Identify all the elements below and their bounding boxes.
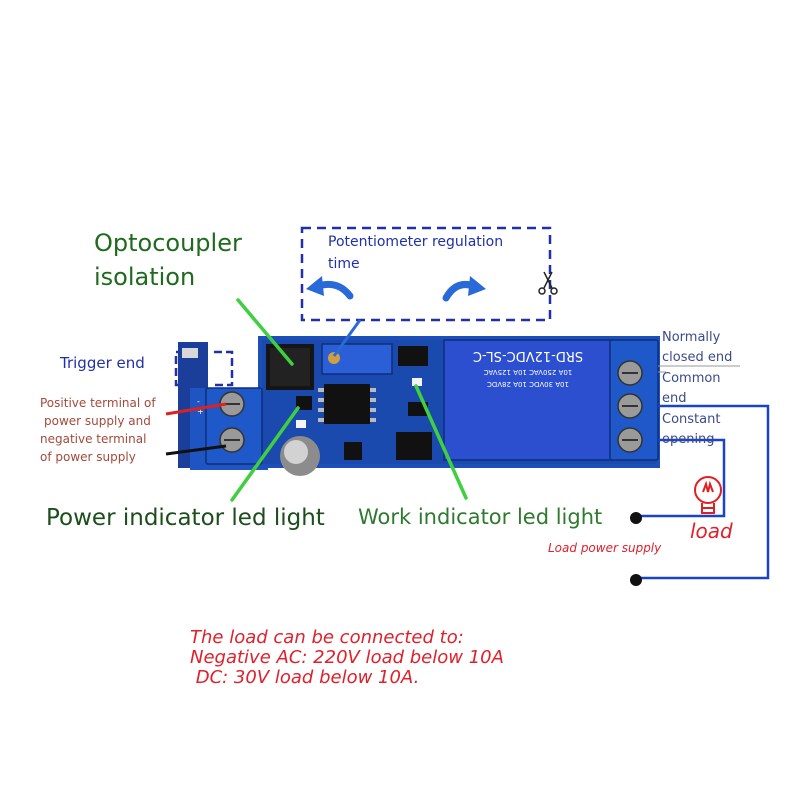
- load-note-line2: Negative AC: 220V load below 10A: [190, 647, 504, 669]
- pin-label-plus: +: [197, 407, 204, 416]
- potentiometer-pointer: [332, 319, 362, 357]
- load-wiring: [636, 404, 770, 580]
- normally-closed-label: Normally closed end: [662, 328, 732, 368]
- power-terminal-label-line2: power supply and: [44, 414, 151, 428]
- right-arrow-icon: [442, 276, 486, 302]
- work-led-label: Work indicator led light: [358, 505, 603, 529]
- common-end-label: Common end: [662, 369, 721, 408]
- constant-opening-label-line1: Constant: [662, 412, 721, 427]
- optocoupler-label-line2: isolation: [94, 262, 196, 291]
- constant-opening-label: Constant opening: [662, 410, 720, 449]
- potentiometer: [321, 343, 393, 375]
- power-led: [296, 420, 306, 428]
- load-note-line3: DC: 30V load below 10A.: [190, 667, 420, 689]
- relay-rating-text-1: 10A 250VAC 10A 125VAC: [484, 368, 573, 376]
- relay-rating-text-2: 10A 30VDC 10A 28VDC: [487, 380, 569, 388]
- load-note-line1: The load can be connected to:: [190, 627, 464, 648]
- left-arrow-icon: [306, 276, 354, 300]
- normally-closed-label-line1: Normally: [662, 330, 721, 345]
- capacitor: [280, 436, 320, 476]
- common-end-label-line2: end: [662, 390, 687, 406]
- load-label: load: [690, 519, 733, 543]
- power-terminal-label-line4: of power supply: [40, 450, 136, 464]
- pin-label-minus: -: [197, 397, 200, 406]
- load-terminal-dot: [630, 512, 642, 524]
- scissors-icon: [538, 271, 558, 295]
- optocoupler-chip: [266, 344, 314, 390]
- relay-model-text: SRD-12VDC-SL-C: [473, 348, 583, 363]
- relay: [443, 339, 613, 461]
- light-bulb-icon: [694, 476, 722, 514]
- load-terminal-dot: [630, 574, 642, 586]
- normally-closed-label-line2: closed end: [662, 350, 733, 366]
- potentiometer-label: Potentiometer regulation time: [328, 234, 503, 272]
- trigger-end-label: Trigger end: [60, 354, 145, 372]
- power-terminal-label-line3: negative terminal: [40, 432, 147, 446]
- power-terminal-label-line1: Positive terminal of: [40, 396, 156, 410]
- pointer-lines: [230, 298, 468, 502]
- positive-wire: [165, 402, 227, 416]
- output-terminal-block: [609, 339, 659, 461]
- smd-component: [396, 432, 432, 460]
- negative-wire: [165, 444, 227, 456]
- smd-component: [344, 442, 362, 460]
- potentiometer-label-line1: Potentiometer regulation: [328, 234, 504, 250]
- timer-ic: [318, 384, 376, 424]
- load-power-supply-label: Load power supply: [548, 541, 662, 555]
- load-note: The load can be connected to: Negative A…: [190, 627, 504, 689]
- common-end-label-line1: Common: [662, 371, 721, 386]
- power-terminal-label: Positive terminal of power supply and ne…: [40, 394, 156, 466]
- power-terminal-block: [205, 387, 263, 465]
- smd-component: [398, 346, 428, 366]
- optocoupler-label: Optocoupler isolation: [94, 229, 242, 291]
- potentiometer-callout-box: [300, 226, 552, 322]
- optocoupler-label-line1: Optocoupler: [94, 229, 242, 257]
- smd-component: [296, 396, 312, 410]
- constant-opening-label-line2: opening: [662, 431, 715, 447]
- potentiometer-label-line2: time: [328, 256, 360, 273]
- power-led-label: Power indicator led light: [46, 505, 325, 531]
- work-led: [412, 378, 422, 386]
